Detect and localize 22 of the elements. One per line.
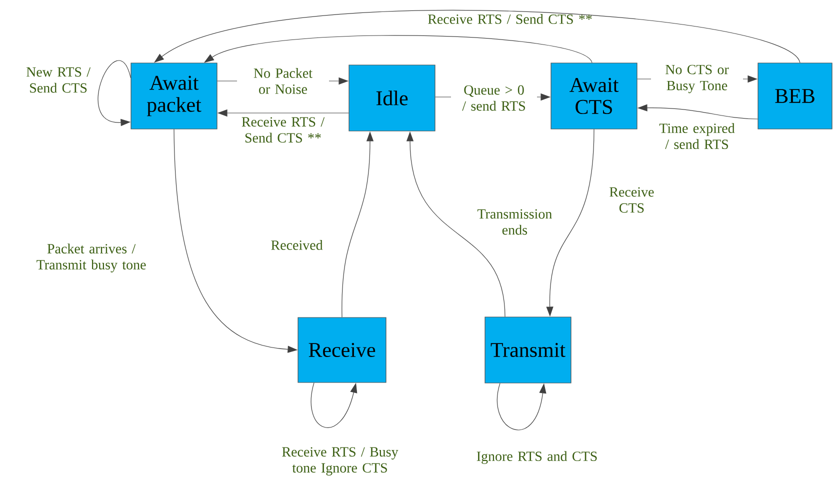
arrow <box>497 383 546 430</box>
state-box: BEB <box>758 62 832 130</box>
edge-label: Receive CTS <box>610 187 654 213</box>
edge-label: Transmission ends <box>477 209 552 235</box>
edge-label: No Packet or Noise <box>237 67 329 95</box>
state-box: Await packet <box>130 62 218 130</box>
edge-label: Receive RTS / Send CTS ** <box>428 14 592 24</box>
state-box: Idle <box>348 64 436 132</box>
edge-label: Receive RTS / Send CTS ** <box>242 117 325 143</box>
edge-label: Received <box>271 240 323 250</box>
edge-label: Packet arrives / Transmit busy tone <box>36 244 146 272</box>
arrow <box>310 382 358 428</box>
edge-label: Queue > 0 / send RTS <box>451 84 537 112</box>
state-box: Await CTS <box>550 62 638 130</box>
state-box: Transmit <box>484 316 572 384</box>
edge-label: Receive RTS / Busy tone Ignore CTS <box>282 447 398 476</box>
edge-label: New RTS / Send CTS <box>26 67 91 93</box>
edge-label: No CTS or Busy Tone <box>651 64 743 94</box>
state-box: Receive <box>298 317 386 383</box>
arrow <box>204 35 592 63</box>
edge-label: Ignore RTS and CTS <box>476 451 597 464</box>
edge-label: Time expired / send RTS <box>659 123 735 150</box>
